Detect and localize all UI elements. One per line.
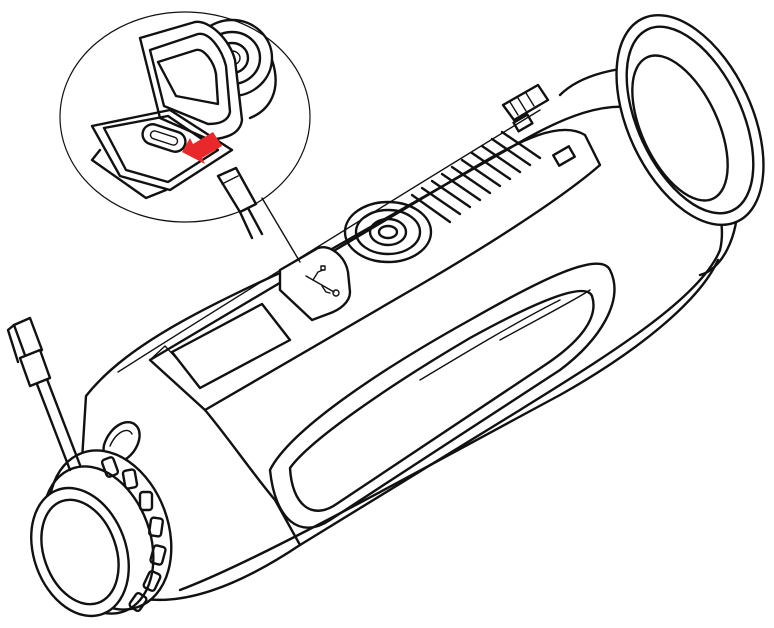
eyecup (558, 13, 765, 277)
usb-symbol-icon (305, 265, 340, 297)
focus-wheel (501, 83, 550, 122)
vent-slots (410, 113, 576, 224)
objective-ring (30, 449, 173, 618)
knurled-grip (100, 456, 167, 613)
side-grip-panel (268, 262, 616, 529)
lens-cap-strap (6, 316, 82, 472)
usb-type-c-plug-icon (216, 166, 264, 240)
callout-device-closeup (90, 18, 277, 240)
usb-type-c-port-icon (141, 123, 187, 153)
usb-port-cover (278, 246, 352, 322)
control-button (343, 200, 433, 264)
top-window (149, 302, 292, 390)
insert-direction-arrow (182, 132, 222, 164)
